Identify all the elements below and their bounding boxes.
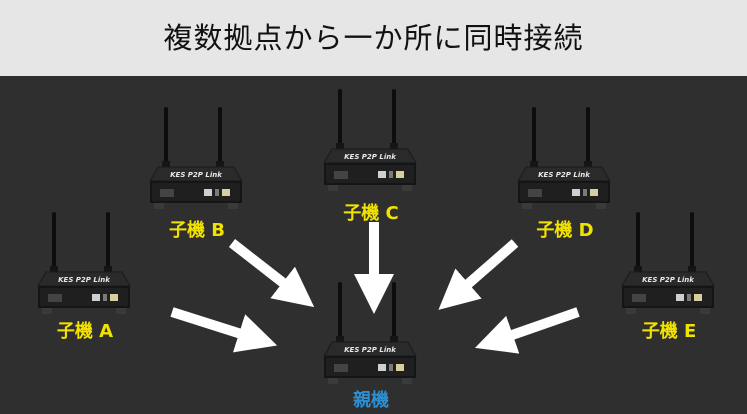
router-child-e: KES P2P Link bbox=[620, 210, 720, 326]
arrow-b-to-parent bbox=[228, 239, 315, 308]
label-child-d: 子機 D bbox=[536, 220, 594, 241]
device-brand-text: KES P2P Link bbox=[642, 276, 695, 284]
label-child-c: 子機 C bbox=[343, 203, 399, 224]
title-bar bbox=[0, 0, 747, 76]
arrow-e-to-parent bbox=[475, 307, 580, 354]
label-child-e: 子機 E bbox=[641, 321, 697, 342]
label-parent: 親機 bbox=[353, 390, 389, 411]
device-brand-text: KES P2P Link bbox=[58, 276, 111, 284]
router-child-c: KES P2P Link bbox=[322, 87, 422, 203]
label-child-a: 子機 A bbox=[56, 321, 114, 342]
router-child-b: KES P2P Link bbox=[148, 105, 248, 221]
router-child-a: KES P2P Link bbox=[36, 210, 136, 326]
device-brand-text: KES P2P Link bbox=[170, 171, 223, 179]
arrow-a-to-parent bbox=[170, 307, 278, 353]
router-child-d: KES P2P Link bbox=[516, 105, 616, 221]
device-brand-text: KES P2P Link bbox=[538, 171, 591, 179]
page-title: 複数拠点から一か所に同時接続 bbox=[163, 21, 584, 55]
device-brand-text: KES P2P Link bbox=[344, 346, 397, 354]
device-brand-text: KES P2P Link bbox=[344, 153, 397, 161]
arrow-d-to-parent bbox=[438, 239, 519, 310]
label-child-b: 子機 B bbox=[169, 220, 225, 241]
router-parent: KES P2P Link bbox=[322, 280, 422, 396]
